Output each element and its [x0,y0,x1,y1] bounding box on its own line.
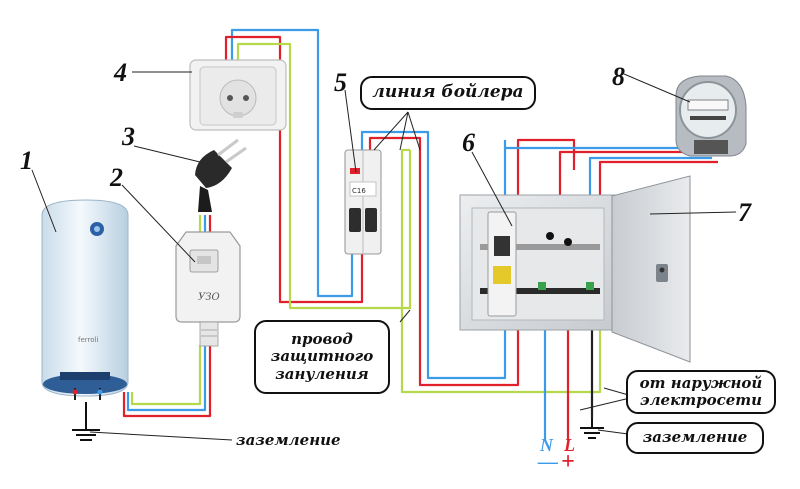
wire-heater-neutral [126,345,207,412]
pe-line-text-3: зануления [275,364,369,383]
ground-right-box: заземление [626,422,764,454]
wire-socket-phase [224,35,364,304]
neutral-sign: — [538,451,558,473]
terminal-dot [546,232,554,240]
callout-5: 5 [334,68,347,97]
wire-socket-earth [236,42,412,310]
neutral-letter: N [540,435,553,455]
plug-icon [195,138,247,212]
ground-icon [580,418,604,439]
boiler-line-box: линия бойлера [360,76,536,110]
callout-3: 3 [122,122,135,151]
breaker-rating: С16 [352,187,366,195]
rcd-icon [175,231,241,347]
callout-1: 1 [20,146,33,175]
terminal-dot [564,238,572,246]
heater-brand: ferroli [78,336,98,344]
rcd-text: УЗО [198,292,220,303]
callout-6: 6 [462,128,475,157]
callout-4: 4 [114,58,127,87]
ground-icon [72,402,100,441]
breaker-icon [344,149,382,255]
grid-text-2: электросети [639,391,763,409]
callout-7: 7 [738,198,751,227]
socket-icon [189,59,287,131]
grid-text-1: от наружной [639,373,763,392]
wire-socket-neutral [230,28,354,298]
pe-line-box: провод защитного зануления [254,320,390,394]
grid-box: от наружной электросети [626,370,776,414]
terminal-pe [586,282,594,290]
pe-line-text-1: провод [291,330,353,349]
terminal-n [538,282,546,290]
wire-breaker-out-blue [360,130,507,380]
ground-right-label: заземление [642,428,748,447]
callout-2: 2 [110,163,123,192]
phase-letter: L [564,435,575,455]
wire-heater-earth [130,345,202,406]
wire-earth-panel [400,148,602,394]
ground-left-label: заземление [236,431,341,449]
rcd-module-icon [487,211,517,317]
phase-sign: + [561,449,575,475]
leader-lines [31,71,737,441]
callout-8: 8 [612,62,625,91]
meter-icon [675,75,747,157]
water-heater-icon [41,199,129,400]
wire-breaker-out-red [368,136,576,387]
wire-heater-phase [122,345,212,418]
boiler-line-label: линия бойлера [372,82,524,103]
pe-line-text-2: защитного [270,347,374,366]
